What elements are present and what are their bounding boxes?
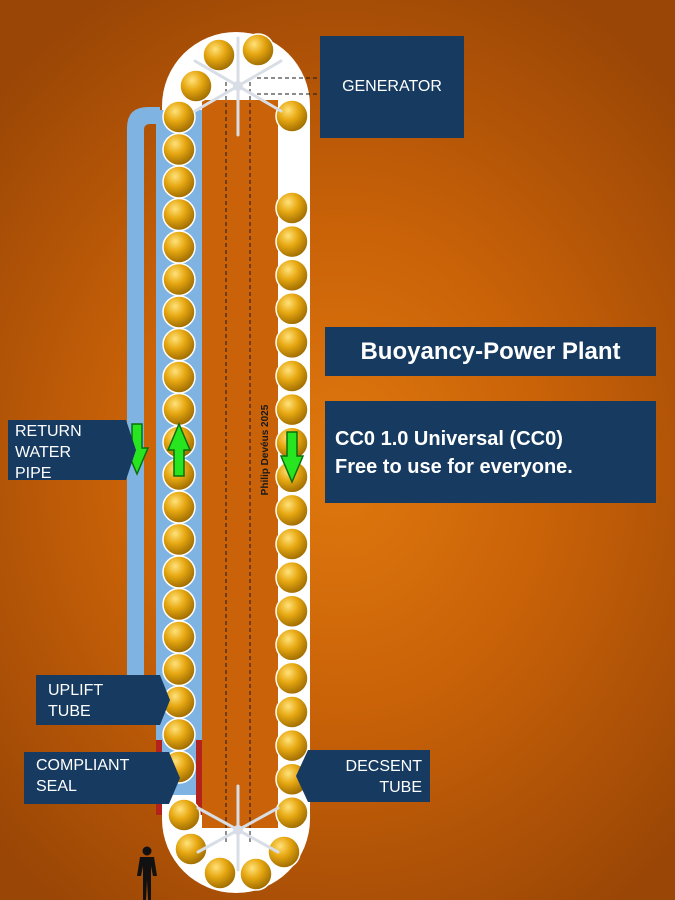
buoyant-ball — [162, 327, 196, 362]
buoyant-ball — [275, 527, 309, 561]
buoyant-ball — [162, 522, 196, 557]
buoyant-ball — [275, 325, 309, 360]
arrow-down-icon — [279, 431, 305, 484]
license-line-2: Free to use for everyone. — [335, 456, 573, 478]
buoyant-ball — [275, 359, 309, 393]
buoyant-ball — [162, 717, 196, 752]
buoyant-ball — [275, 292, 309, 326]
buoyant-ball — [162, 620, 196, 654]
label-line: PIPE — [15, 465, 52, 482]
label-line: UPLIFT — [48, 682, 104, 699]
diagram-title: Buoyancy-Power Plant — [325, 327, 656, 376]
credit-text: Philip Devéus 2025 — [260, 404, 271, 495]
label-line: SEAL — [36, 778, 77, 795]
buoyant-ball — [162, 587, 196, 622]
bottom-balls — [167, 798, 301, 891]
label-line: WATER — [15, 444, 71, 461]
arrow-up-icon — [166, 422, 192, 477]
label-line: TUBE — [379, 779, 422, 796]
buoyant-ball — [162, 555, 196, 589]
sprocket-icon — [193, 36, 283, 137]
buoyant-ball — [162, 197, 196, 232]
buoyant-ball — [162, 165, 196, 199]
label-line: TUBE — [48, 703, 91, 720]
license-box: CC0 1.0 Universal (CC0) Free to use for … — [325, 401, 656, 503]
top-balls — [179, 33, 309, 133]
buoyant-ball — [162, 360, 196, 394]
buoyant-ball — [167, 798, 201, 832]
buoyant-ball — [275, 661, 309, 696]
buoyant-ball — [275, 560, 309, 595]
seal-pointer — [169, 752, 180, 804]
buoyant-ball — [275, 224, 309, 259]
sprocket-icon — [196, 784, 280, 872]
descending-balls — [275, 191, 309, 830]
return-pipe-pointer — [126, 420, 136, 480]
buoyant-ball — [241, 33, 275, 67]
compliant-seal-label: COMPLIANT SEAL — [24, 752, 169, 804]
buoyant-ball — [275, 99, 309, 133]
buoyant-ball — [162, 100, 196, 134]
buoyant-ball — [203, 856, 237, 890]
person-silhouette-icon — [137, 846, 157, 900]
label-line: COMPLIANT — [36, 757, 130, 774]
buoyant-ball — [179, 69, 213, 103]
uplift-pointer — [160, 675, 170, 725]
label-line: RETURN — [15, 423, 82, 440]
buoyant-ball — [162, 230, 196, 264]
buoyant-ball — [275, 728, 309, 763]
buoyant-ball — [267, 835, 301, 869]
buoyant-ball — [239, 857, 273, 891]
return-water-pipe-label: RETURN WATER PIPE — [8, 420, 126, 482]
buoyant-ball — [275, 628, 309, 662]
buoyant-ball — [162, 392, 196, 427]
compliant-seal-right — [196, 740, 202, 815]
buoyant-ball — [202, 38, 236, 72]
buoyant-ball — [275, 594, 309, 628]
buoyant-ball — [162, 652, 196, 687]
buoyant-ball — [162, 490, 196, 524]
return-water-pipe — [127, 107, 160, 707]
buoyant-ball — [162, 132, 196, 167]
descent-tube-label: DECSENT TUBE — [308, 750, 430, 802]
buoyant-ball — [275, 392, 309, 427]
buoyant-ball — [162, 262, 196, 297]
buoyant-ball — [275, 796, 309, 830]
buoyant-ball — [275, 695, 309, 729]
buoyant-ball — [174, 832, 208, 866]
uplift-tube-label: UPLIFT TUBE — [36, 675, 160, 725]
ascending-balls — [162, 100, 196, 784]
track-core — [202, 100, 278, 828]
buoyant-ball — [162, 295, 196, 329]
label-line: DECSENT — [345, 758, 422, 775]
buoyant-ball — [275, 493, 309, 528]
license-line-1: CC0 1.0 Universal (CC0) — [335, 428, 563, 450]
buoyant-ball — [275, 191, 309, 225]
buoyant-ball — [275, 258, 309, 292]
descent-pointer — [296, 750, 308, 802]
generator-box: GENERATOR — [320, 36, 464, 138]
